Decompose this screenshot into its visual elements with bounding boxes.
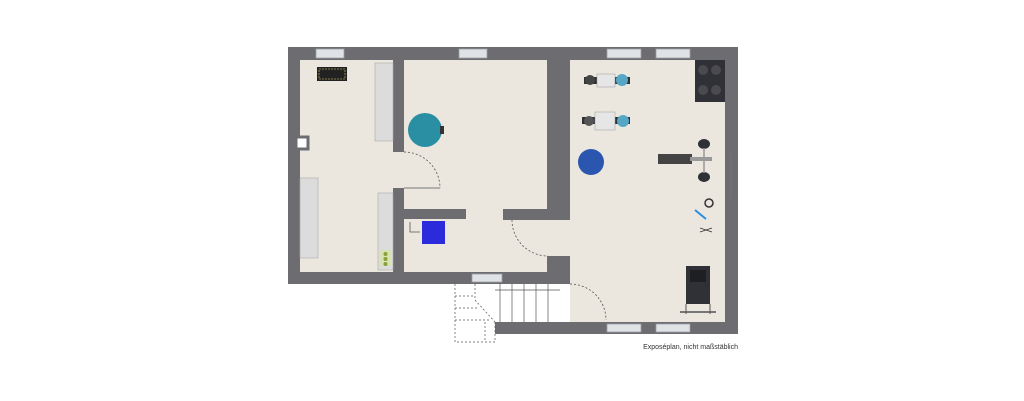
window-icon xyxy=(655,323,691,333)
shoe-rack-icon xyxy=(317,67,347,81)
bench-icon xyxy=(374,62,394,142)
window-icon xyxy=(655,48,691,59)
jump-rope-icon xyxy=(694,198,714,233)
exercise-ball-icon xyxy=(578,149,604,175)
rowing-bench-icon xyxy=(680,266,716,314)
fitness-machine-icon xyxy=(584,73,630,88)
box-icon xyxy=(409,221,445,244)
window-icon xyxy=(471,273,503,283)
plan-caption: Exposéplan, nicht maßstäblich xyxy=(643,344,738,351)
bench-icon xyxy=(299,177,319,259)
door-swing-icon xyxy=(403,151,441,189)
dumbbell-bench-icon xyxy=(658,139,712,182)
plant-icon xyxy=(380,250,391,266)
left-room-furniture xyxy=(299,62,445,271)
windows xyxy=(315,48,691,333)
weight-rack-icon xyxy=(695,60,725,102)
exercise-ball-icon xyxy=(408,113,444,147)
fitness-machine-icon xyxy=(582,111,630,131)
door-swing-icon xyxy=(511,219,549,257)
door-swings xyxy=(403,151,607,321)
window-icon xyxy=(315,48,345,59)
fitness-room-equipment xyxy=(578,60,725,314)
staircase-icon xyxy=(454,284,560,343)
credit-text: Grundriss@Immokreativ.de xyxy=(728,151,733,200)
window-icon xyxy=(606,323,642,333)
door-swing-icon xyxy=(569,283,607,321)
window-icon xyxy=(606,48,642,59)
window-icon xyxy=(458,48,488,59)
